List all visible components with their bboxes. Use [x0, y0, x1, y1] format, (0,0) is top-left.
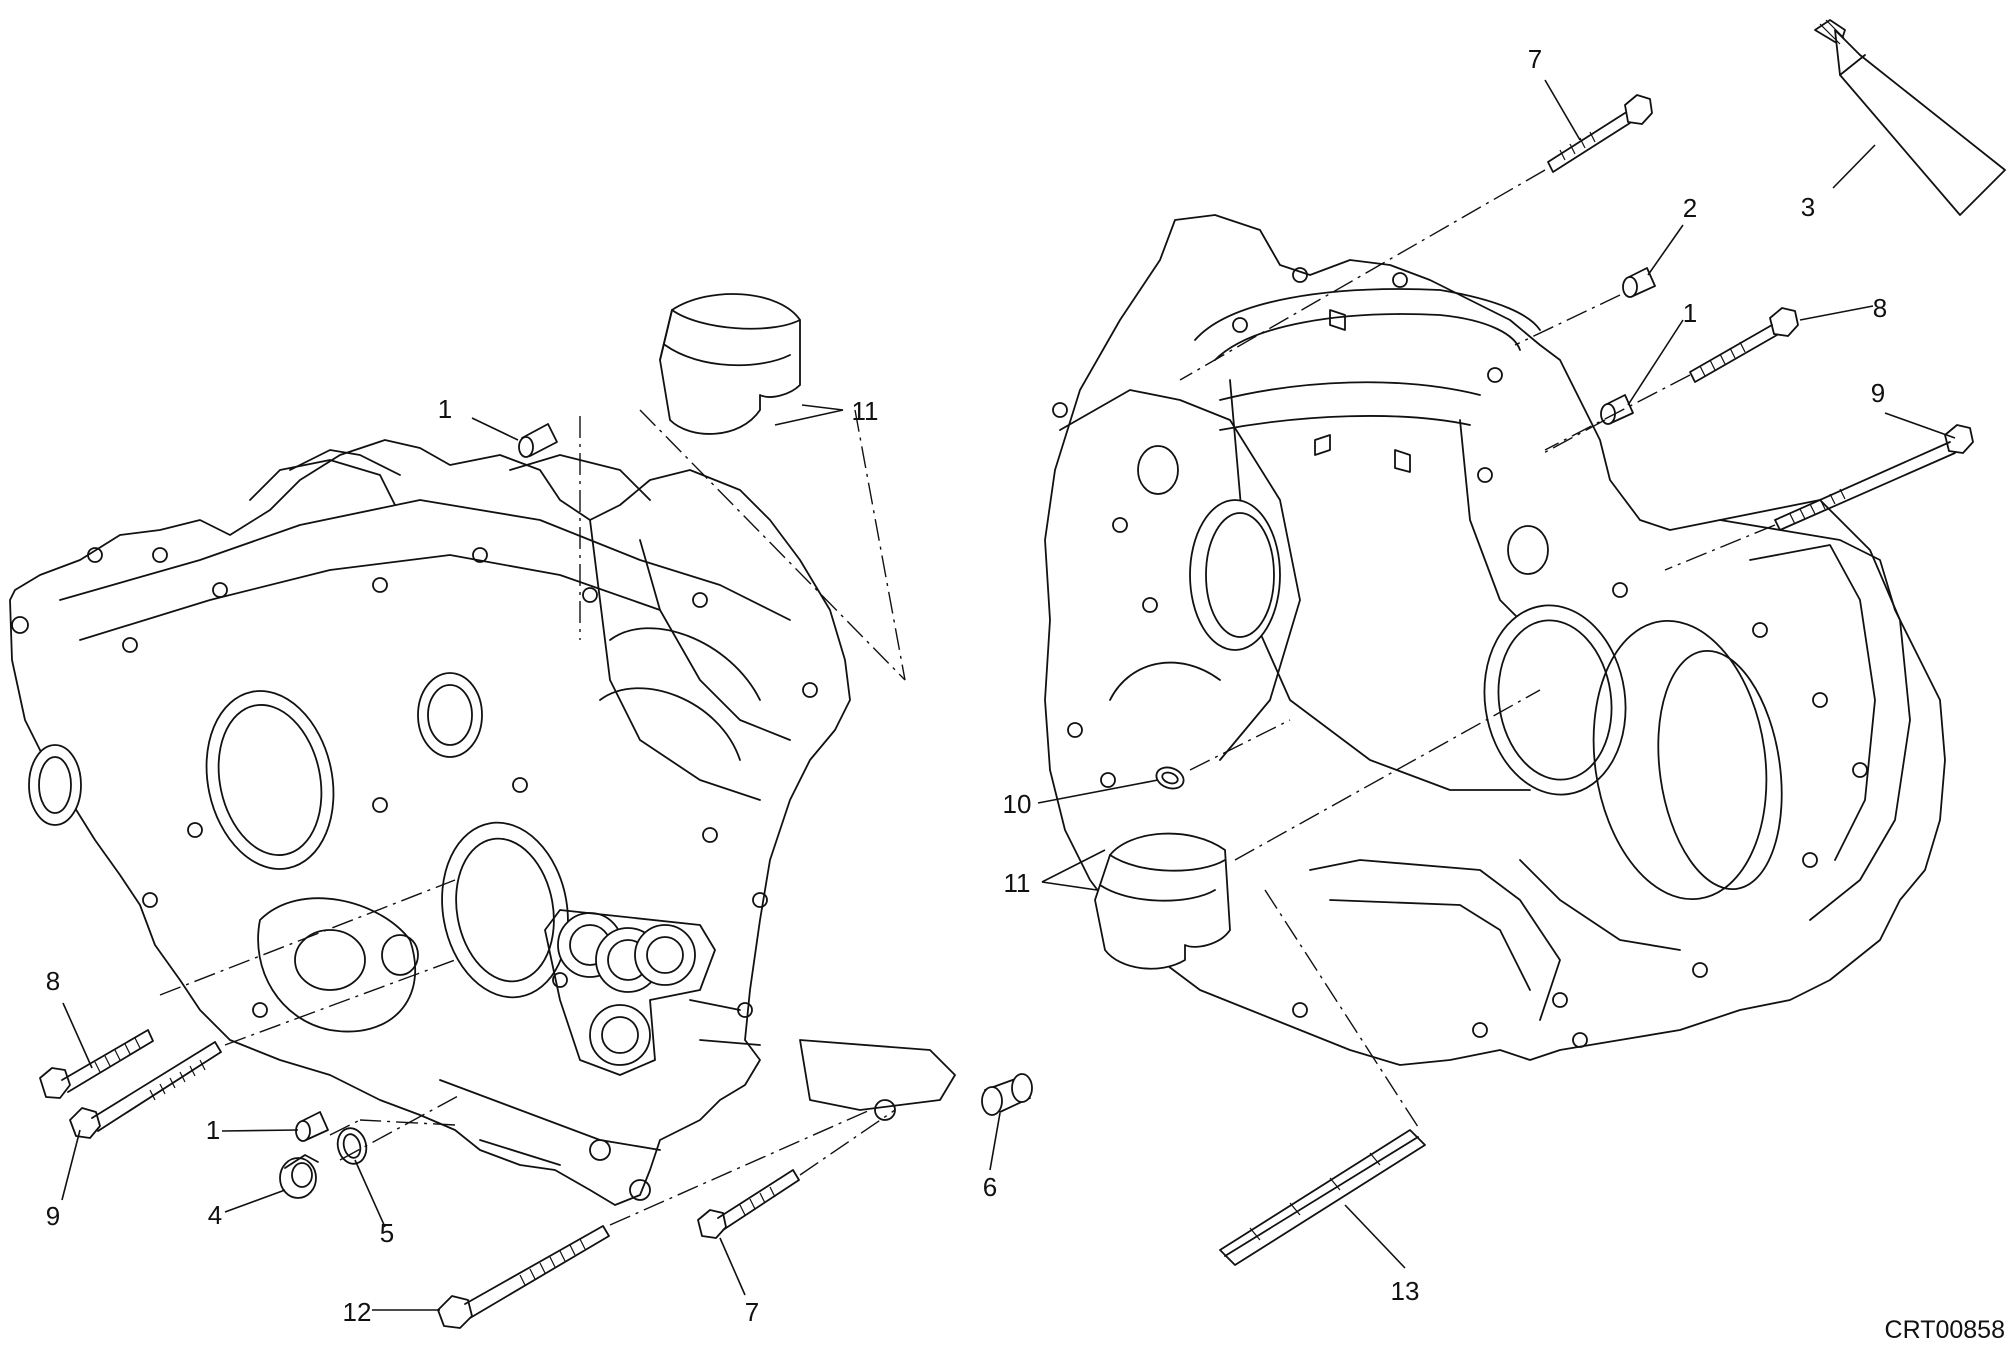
callout-6: 6	[983, 1172, 997, 1202]
callout-7-right: 7	[1528, 44, 1542, 74]
callout-11-left: 11	[852, 396, 879, 426]
callout-9-right: 9	[1871, 378, 1885, 408]
callout-8-right: 8	[1873, 293, 1887, 323]
left-crankcase-half	[9, 439, 956, 1206]
alignment-lines-right	[1179, 169, 1776, 1131]
callout-12: 12	[343, 1297, 372, 1327]
alignment-lines-left	[159, 409, 906, 1226]
callout-11-right: 11	[1004, 868, 1031, 898]
mounting-holes-left	[11, 547, 818, 1018]
callout-labels: 1 11 8 9 1 4 5 12 7 6 7 3 2 1 8 9 10 11 …	[46, 44, 1887, 1327]
dowel-pin-left-top	[518, 423, 558, 458]
callout-2: 2	[1683, 193, 1697, 223]
bolt-7-left	[697, 1169, 800, 1239]
dowel-pin-right	[1600, 394, 1634, 425]
dowel-pin-2	[1622, 267, 1656, 298]
sealant-tube-3	[1814, 19, 2006, 216]
bolt-12-left	[437, 1225, 610, 1329]
bolt-8-right	[1689, 307, 1799, 383]
drawing-code: CRT00858	[1885, 1316, 2005, 1344]
callout-7-left: 7	[745, 1297, 759, 1327]
bolt-9-right	[1774, 424, 1974, 531]
callout-8-left: 8	[46, 966, 60, 996]
callout-1-left-bottom: 1	[206, 1115, 220, 1145]
leader-lines	[61, 79, 1956, 1311]
mounting-holes-right	[1052, 267, 1868, 1048]
bolt-9-left	[69, 1041, 222, 1139]
dowel-pin-left-bottom	[295, 1111, 329, 1142]
bolt-7-right	[1547, 94, 1653, 173]
callout-5: 5	[380, 1218, 394, 1248]
seal-ring-10	[1155, 766, 1185, 790]
bolt-8-left	[39, 1029, 154, 1099]
filter-screen-13	[1219, 1129, 1426, 1266]
right-crankcase-half	[1044, 214, 1946, 1066]
callout-9-left: 9	[46, 1201, 60, 1231]
callout-1-left-top: 1	[438, 394, 452, 424]
callout-10: 10	[1003, 789, 1032, 819]
callout-3: 3	[1801, 192, 1815, 222]
callout-4: 4	[208, 1200, 222, 1230]
bearing-shells-left	[659, 293, 801, 435]
plug-4	[279, 1154, 319, 1199]
bushing-6	[981, 1073, 1033, 1116]
callout-1-right: 1	[1683, 298, 1697, 328]
callout-13: 13	[1391, 1276, 1420, 1306]
bearing-shells-right	[1094, 832, 1231, 970]
oil-pump-ports	[544, 909, 716, 1076]
